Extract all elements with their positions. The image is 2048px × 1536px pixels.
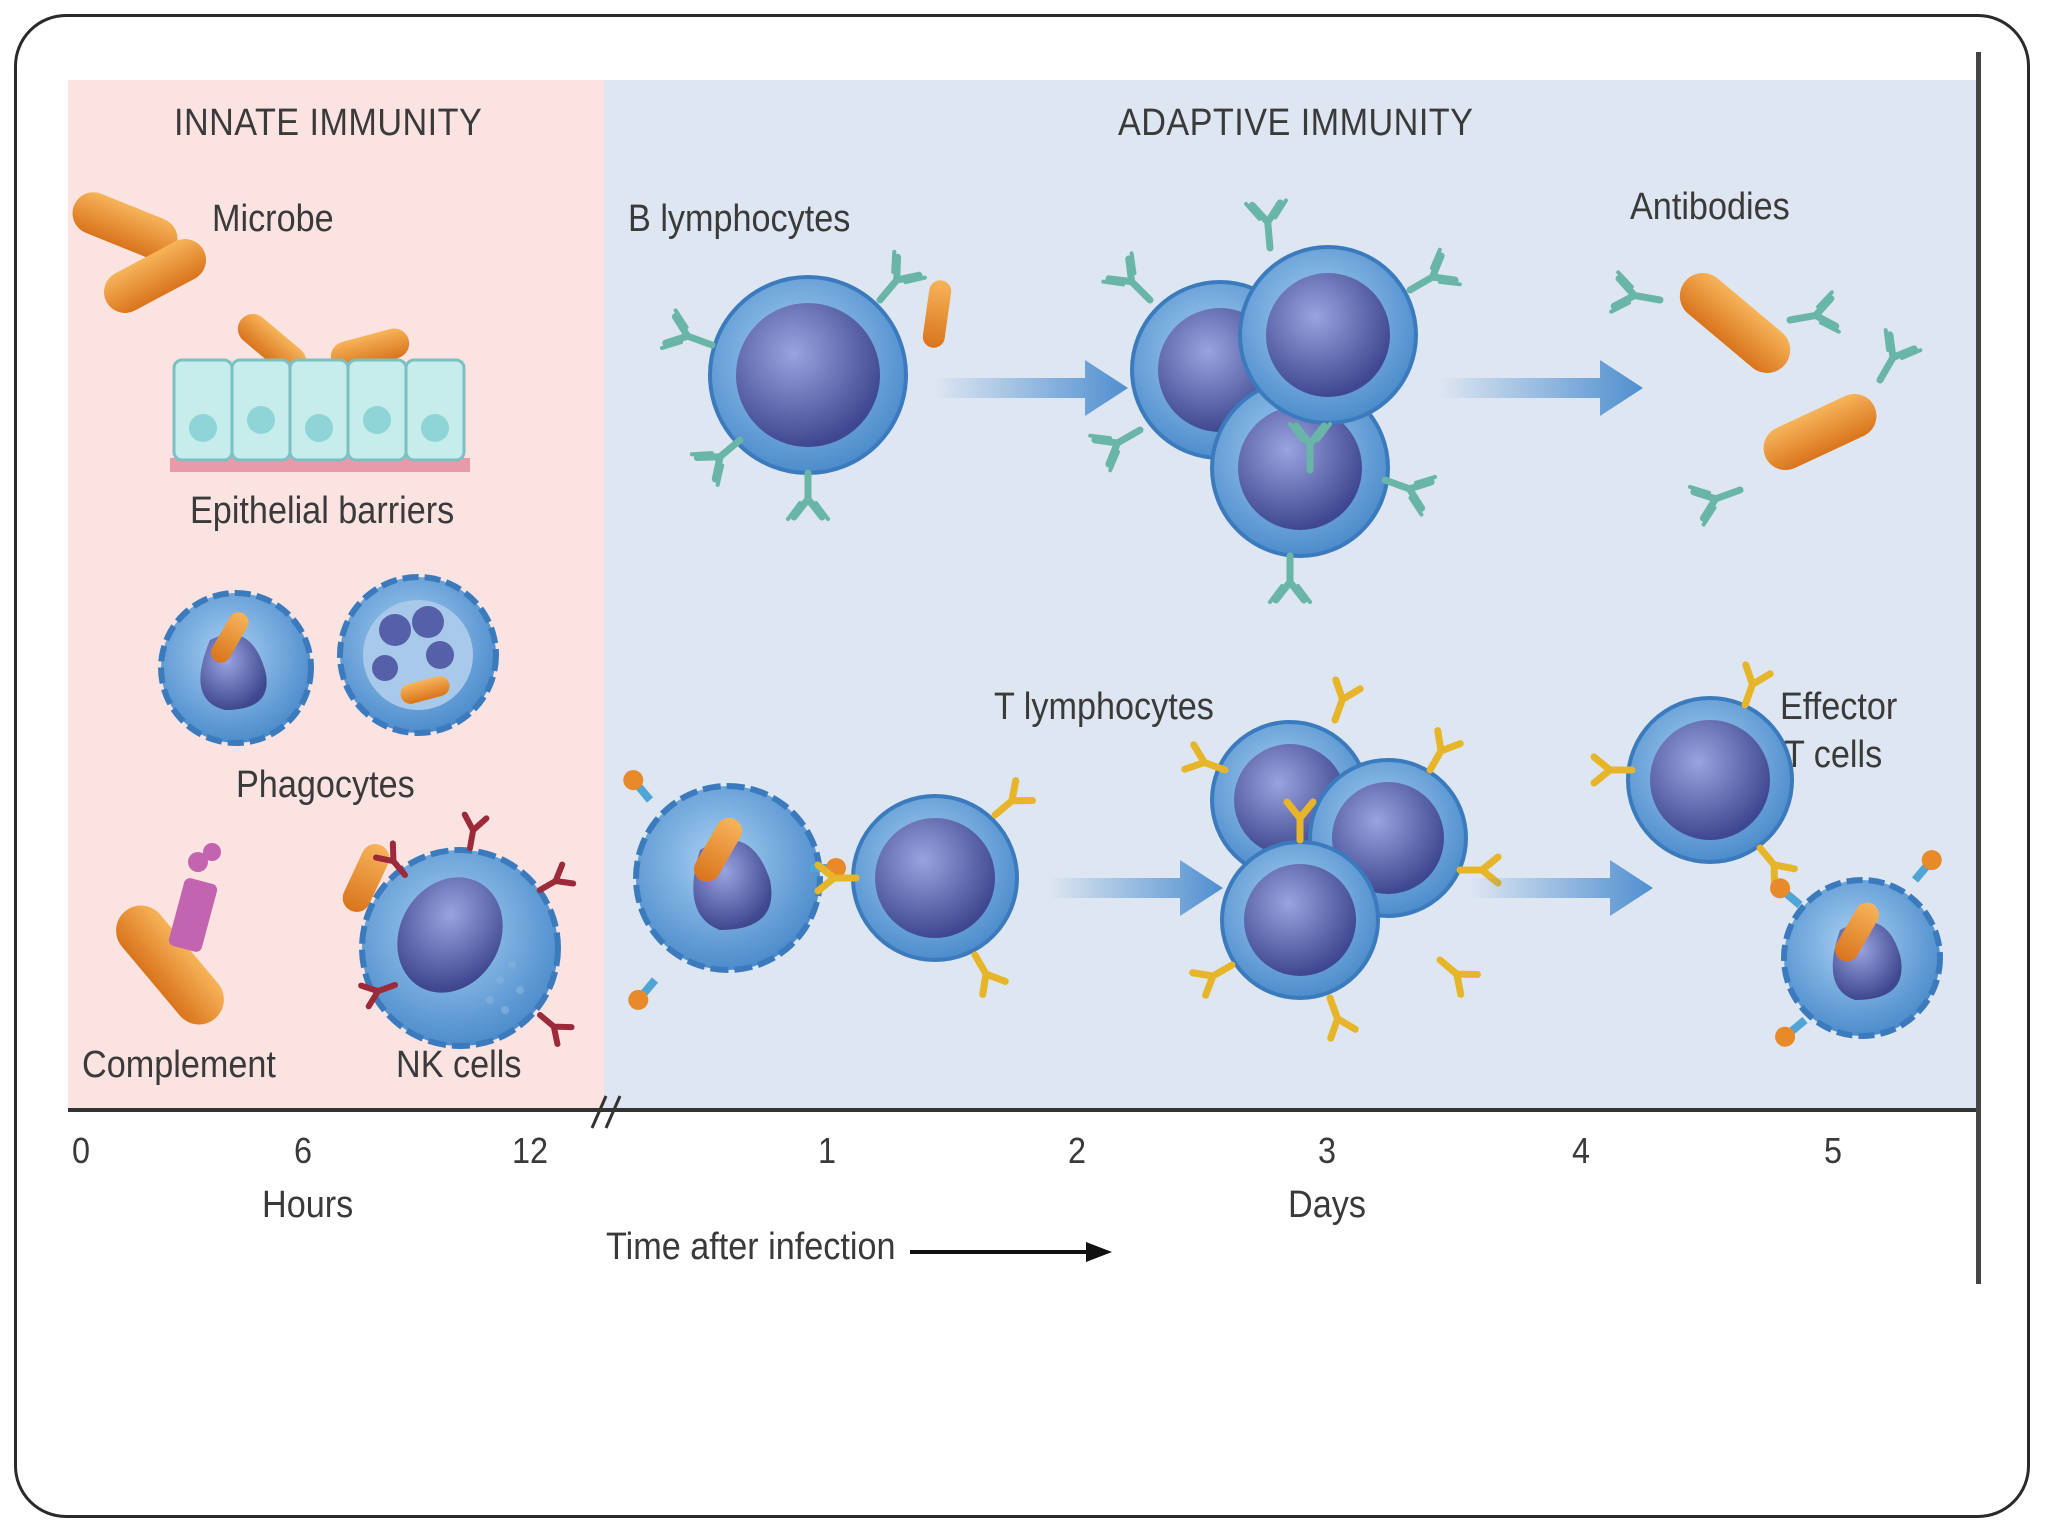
microbe-label: Microbe [212, 198, 334, 240]
tick-label: 6 [294, 1130, 313, 1171]
complement-icon [116, 843, 224, 1025]
b-lymphocyte-clones-icon [1090, 200, 1460, 602]
microbe-icon [72, 192, 207, 313]
phagocyte-icon [158, 590, 314, 746]
nk-cell-icon [342, 815, 573, 1049]
tick-label: 4 [1572, 1130, 1591, 1171]
t-lymphocyte-clones-icon [1185, 680, 1498, 1038]
b-arrow-2 [1440, 360, 1643, 416]
time-arrow [910, 1242, 1112, 1262]
epithelial-barrier-icon [170, 358, 470, 472]
phagocytes-label: Phagocytes [236, 764, 415, 806]
tick-label: 5 [1824, 1130, 1843, 1171]
right-border-line [1976, 52, 1981, 1284]
days-axis-label: Days [1288, 1184, 1366, 1226]
phagocyte-icon [337, 574, 499, 736]
b-lymphocytes-label: B lymphocytes [628, 198, 851, 240]
epithelial-barriers-label: Epithelial barriers [190, 490, 455, 532]
tick-label: 12 [512, 1130, 549, 1171]
effector-t-cell-icon [1594, 665, 1794, 886]
innate-immunity-title: INNATE IMMUNITY [174, 102, 483, 144]
b-lymphocyte-icon [662, 252, 952, 519]
tick-label: 2 [1068, 1130, 1087, 1171]
t-arrow-1 [1050, 860, 1223, 916]
infected-target-cell-icon [1766, 846, 1946, 1051]
effector-t-cells-label-line2: T cells [1784, 734, 1883, 776]
tick-label: 1 [818, 1130, 837, 1171]
nk-cells-label: NK cells [396, 1044, 522, 1086]
antibodies-label: Antibodies [1630, 186, 1790, 228]
effector-t-cells-label-line1: Effector [1780, 686, 1898, 728]
t-lymphocyte-icon [818, 781, 1032, 995]
t-arrow-2 [1470, 860, 1653, 916]
time-after-infection-label: Time after infection [606, 1226, 896, 1268]
antigen-presenting-cell-icon [619, 766, 846, 1014]
tick-label: 3 [1318, 1130, 1337, 1171]
tick-label: 0 [72, 1130, 91, 1171]
hours-axis-label: Hours [262, 1184, 354, 1226]
complement-label: Complement [82, 1044, 276, 1086]
axis-break-mark [590, 1095, 622, 1129]
antibodies-icon [1611, 264, 1920, 525]
b-arrow-1 [935, 360, 1128, 416]
t-lymphocytes-label: T lymphocytes [994, 686, 1214, 728]
adaptive-immunity-title: ADAPTIVE IMMUNITY [1118, 102, 1474, 144]
